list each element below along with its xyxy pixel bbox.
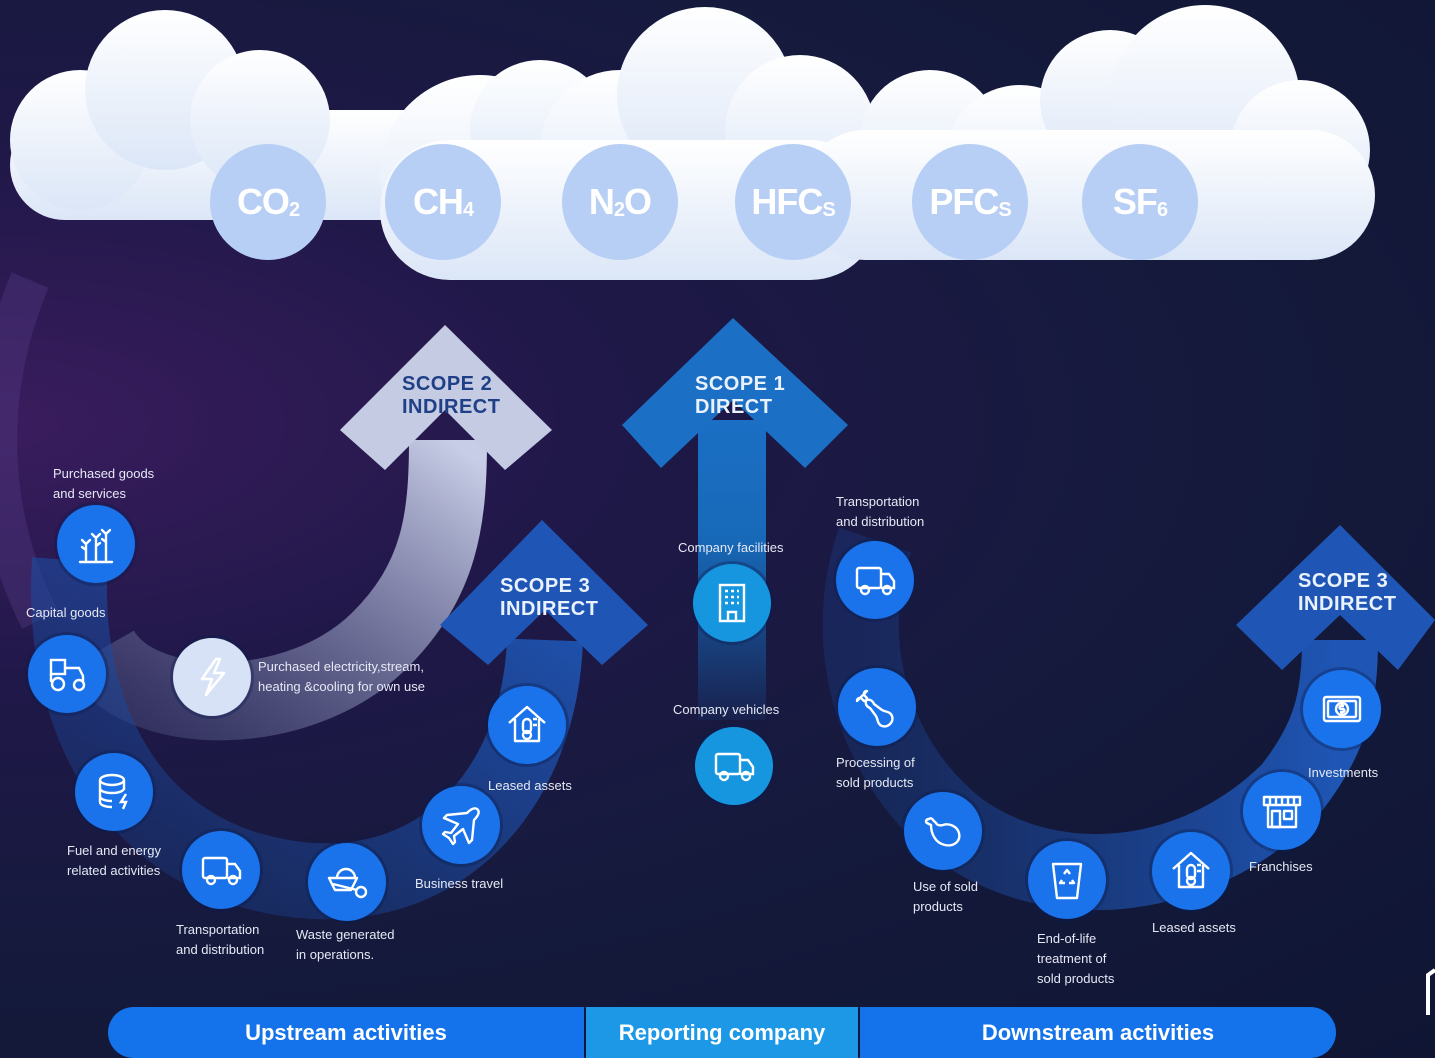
use-of-products-icon xyxy=(904,792,982,870)
capital-goods-label: Capital goods xyxy=(26,605,106,620)
electricity-icon xyxy=(173,638,251,716)
reporting-company-bar: Reporting company xyxy=(586,1007,858,1058)
company-facilities-icon xyxy=(693,564,771,642)
franchises-label: Franchises xyxy=(1249,859,1313,874)
investments-label: Investments xyxy=(1308,765,1379,780)
company-vehicles-label: Company vehicles xyxy=(673,702,780,717)
processing-icon xyxy=(838,668,916,746)
franchises-icon xyxy=(1243,772,1321,850)
scope2-label: SCOPE 2 INDIRECT xyxy=(402,373,501,418)
scope3-downstream-arrowhead xyxy=(1236,525,1435,670)
downstream-leased-assets-label: Leased assets xyxy=(1152,920,1236,935)
edge-bracket xyxy=(1426,968,1435,1015)
upstream-leased-assets-icon xyxy=(488,686,566,764)
upstream-leased-assets-label: Leased assets xyxy=(488,778,572,793)
left-background-arc xyxy=(0,272,58,629)
waste-label: Waste generated in operations. xyxy=(296,927,395,962)
downstream-leased-assets-icon xyxy=(1152,832,1230,910)
electricity-label: Purchased electricity,stream, heating &c… xyxy=(258,659,425,694)
scope2-arrow xyxy=(66,439,487,741)
use-of-products-label: Use of sold products xyxy=(913,879,979,914)
end-of-life-label: End-of-life treatment of sold products xyxy=(1037,931,1115,986)
upstream-transport-icon xyxy=(182,831,260,909)
scope1-label: SCOPE 1 DIRECT xyxy=(695,373,786,418)
company-facilities-label: Company facilities xyxy=(678,540,784,555)
downstream-transport-label: Transportation and distribution xyxy=(836,494,925,529)
investments-icon xyxy=(1303,670,1381,748)
business-travel-icon xyxy=(422,786,500,864)
company-vehicles-icon xyxy=(695,727,773,805)
processing-label: Processing of sold products xyxy=(836,755,915,790)
downstream-activities-bar: Downstream activities xyxy=(860,1007,1336,1058)
scope3-downstream-label: SCOPE 3 INDIRECT xyxy=(1298,570,1397,615)
purchased-goods-icon xyxy=(57,505,135,583)
capital-goods-icon xyxy=(28,635,106,713)
scope3-upstream-label: SCOPE 3 INDIRECT xyxy=(500,575,599,620)
scope1-arrowhead xyxy=(622,318,848,468)
end-of-life-icon xyxy=(1028,841,1106,919)
fuel-energy-icon xyxy=(75,753,153,831)
business-travel-label: Business travel xyxy=(415,876,504,891)
downstream-transport-icon xyxy=(836,541,914,619)
upstream-activities-bar: Upstream activities xyxy=(108,1007,584,1058)
purchased-goods-label: Purchased goods and services xyxy=(53,466,155,501)
fuel-energy-label: Fuel and energy related activities xyxy=(67,843,161,878)
waste-icon xyxy=(308,843,386,921)
scope3-upstream-arrowhead xyxy=(440,520,648,665)
scope2-arrowhead xyxy=(340,325,552,470)
upstream-transport-label: Transportation and distribution xyxy=(176,922,265,957)
